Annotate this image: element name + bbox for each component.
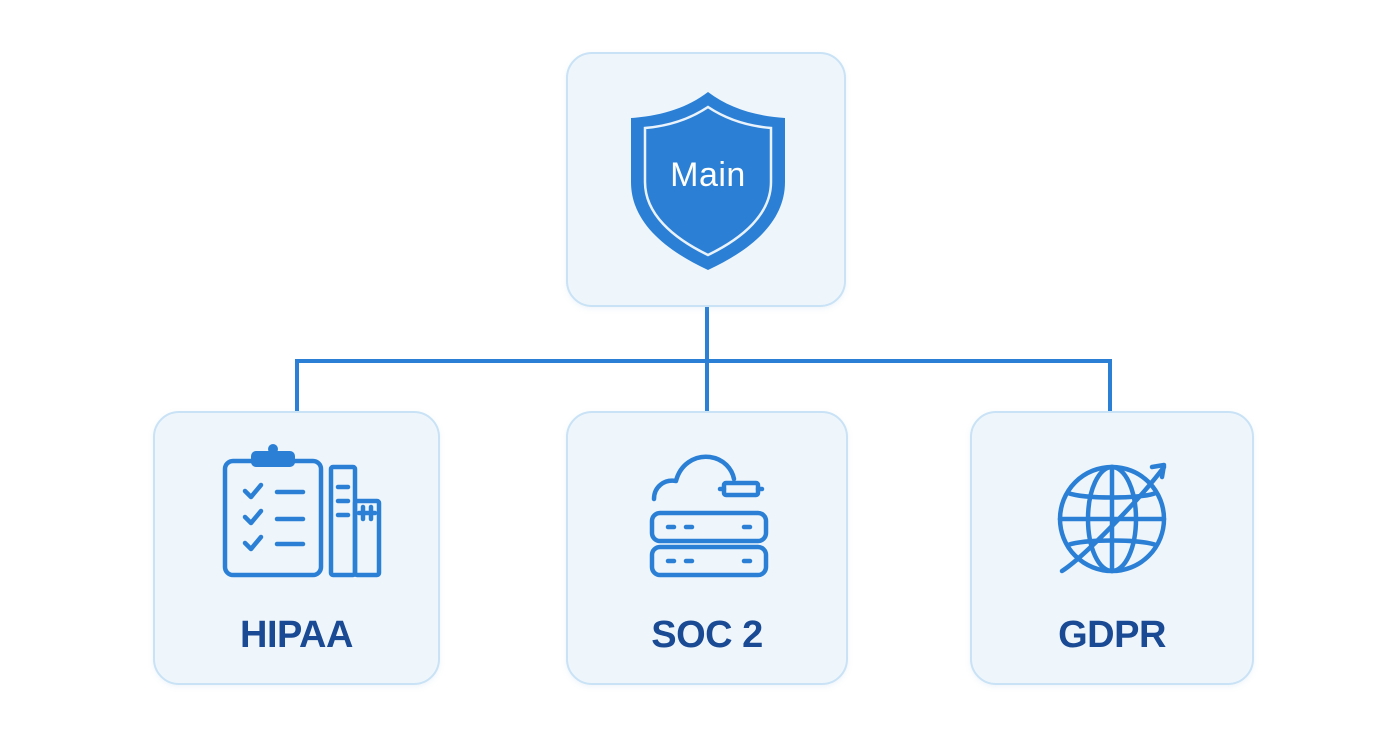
child-node-label-hipaa: HIPAA xyxy=(240,614,353,656)
shield-badge: Main xyxy=(629,90,787,272)
child-node-soc2: SOC 2 xyxy=(566,411,848,685)
globe-icon xyxy=(1057,462,1167,574)
shield-icon xyxy=(631,92,785,270)
child-node-label-gdpr: GDPR xyxy=(1058,614,1166,656)
child-node-hipaa: HIPAA xyxy=(153,411,440,685)
cloud-server-icon xyxy=(649,454,769,578)
root-node-main: Main xyxy=(566,52,846,307)
root-node-label: Main xyxy=(670,156,746,194)
child-node-label-soc2: SOC 2 xyxy=(651,614,763,656)
child-node-gdpr: GDPR xyxy=(970,411,1254,685)
clipboard-checklist-icon xyxy=(222,444,382,578)
